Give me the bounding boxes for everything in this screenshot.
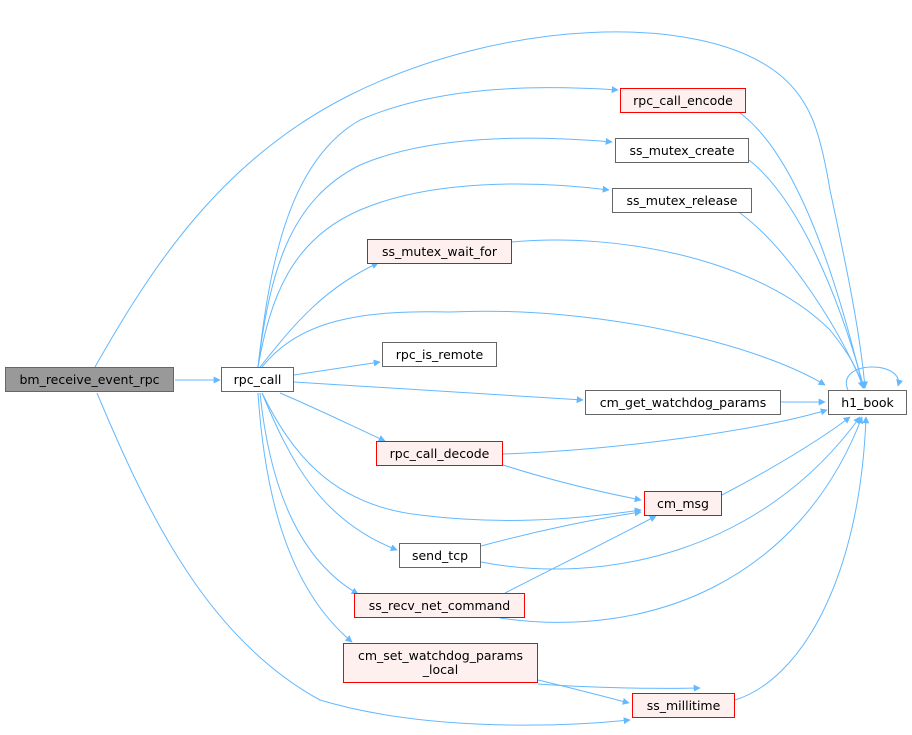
edge-rpc-call-to-ss-mutex-release — [257, 183, 610, 368]
edge-rpc-call-to-send-tcp — [261, 392, 398, 551]
node-ss-mutex-create[interactable]: ss_mutex_create — [615, 138, 749, 163]
edge-root-to-ss-millitime — [96, 392, 631, 726]
node-h1-book[interactable]: h1_book — [828, 390, 907, 415]
edge-rpc-call-decode-to-cm-msg — [502, 464, 642, 503]
edge-rpc-call-to-ss-mutex-create — [257, 137, 613, 368]
edge-ss-mutex-release-to-h1-book — [739, 212, 865, 389]
edge-ss-mutex-wait-for-to-h1-book — [511, 239, 865, 389]
node-rpc-is-remote[interactable]: rpc_is_remote — [382, 342, 497, 367]
edge-cm-set-watchdog-params-local-to-ss-millitime — [537, 679, 630, 705]
edge-rpc-call-to-rpc-is-remote — [293, 359, 381, 376]
node-cm-get-watchdog-params[interactable]: cm_get_watchdog_params — [585, 390, 781, 415]
edge-cm-set-watchdog-params-local-to-h1-book — [537, 683, 701, 692]
node-rpc-call-decode[interactable]: rpc_call_decode — [376, 441, 503, 466]
edge-rpc-call-encode-to-h1-book — [739, 112, 865, 389]
node-ss-millitime[interactable]: ss_millitime — [632, 693, 735, 718]
edge-ss-mutex-create-to-h1-book — [748, 159, 866, 389]
node-ss-mutex-release[interactable]: ss_mutex_release — [612, 188, 752, 213]
node-rpc-call[interactable]: rpc_call — [221, 367, 294, 392]
node-rpc-call-encode[interactable]: rpc_call_encode — [620, 88, 746, 113]
edge-ss-recv-net-command-to-h1-book — [499, 416, 864, 623]
edge-cm-msg-to-h1-book — [721, 416, 851, 496]
edge-rpc-call-to-ss-recv-net-command — [259, 392, 359, 595]
node-send-tcp[interactable]: send_tcp — [399, 543, 481, 568]
edge-rpc-call-to-cm-set-watchdog-params-local — [257, 392, 353, 643]
edge-rpc-call-to-rpc-call-decode — [279, 392, 386, 442]
node-cm-msg[interactable]: cm_msg — [644, 491, 722, 516]
edge-ss-millitime-to-h1-book — [734, 416, 870, 701]
edge-send-tcp-to-h1-book — [480, 416, 861, 570]
edge-rpc-call-to-cm-msg — [261, 392, 642, 521]
edge-rpc-call-to-h1-book — [261, 310, 826, 386]
node-ss-recv-net-command[interactable]: ss_recv_net_command — [354, 593, 525, 618]
node-bm-receive-event-rpc[interactable]: bm_receive_event_rpc — [5, 367, 174, 392]
edge-ss-recv-net-command-to-cm-msg — [504, 515, 657, 594]
node-ss-mutex-wait-for[interactable]: ss_mutex_wait_for — [367, 239, 512, 264]
edge-h1-book-self-loop — [845, 366, 904, 391]
edge-rpc-call-to-rpc-call-encode — [257, 86, 619, 368]
node-cm-set-watchdog-params-local[interactable]: cm_set_watchdog_params _local — [343, 643, 538, 683]
edge-send-tcp-to-cm-msg — [480, 509, 642, 547]
edge-rpc-call-to-cm-get-watchdog-params — [293, 381, 584, 404]
edge-root-to-h1-book — [94, 31, 868, 389]
edge-rpc-call-decode-to-h1-book — [502, 408, 828, 455]
edge-rpc-call-to-ss-mutex-wait-for — [259, 262, 379, 368]
